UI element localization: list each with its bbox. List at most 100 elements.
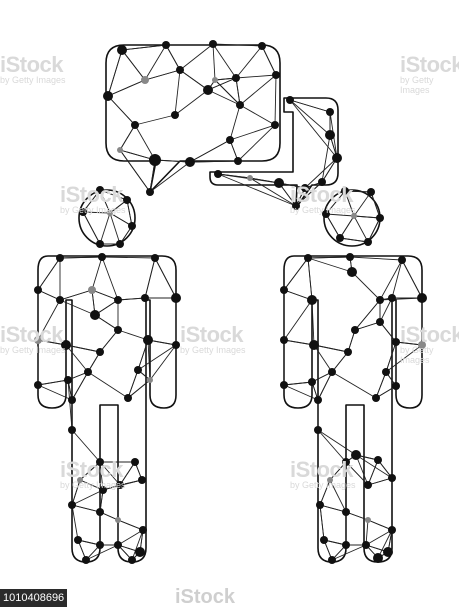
network-node xyxy=(147,377,153,383)
network-node xyxy=(351,326,359,334)
network-edge xyxy=(65,344,101,353)
network-edge xyxy=(367,459,379,486)
network-node xyxy=(141,294,149,302)
network-node xyxy=(342,541,350,549)
network-node xyxy=(280,286,288,294)
network-edge xyxy=(207,77,237,91)
network-edge xyxy=(354,321,381,331)
network-edge xyxy=(235,74,277,79)
network-edge xyxy=(217,173,251,179)
network-edge xyxy=(59,289,93,301)
network-node xyxy=(364,238,372,246)
network-edge xyxy=(325,213,341,239)
network-edge xyxy=(119,149,151,193)
network-edge xyxy=(79,479,104,491)
network-edge xyxy=(307,257,313,301)
network-node xyxy=(314,396,322,404)
network-edge xyxy=(283,257,309,291)
network-node xyxy=(234,157,242,165)
network-edge xyxy=(379,321,397,343)
network-node xyxy=(135,547,145,557)
network-edge xyxy=(353,191,372,217)
network-edge xyxy=(319,504,325,541)
network-edge xyxy=(313,344,333,373)
network-node xyxy=(214,170,222,178)
network-edge xyxy=(71,429,101,463)
network-edge xyxy=(235,77,241,106)
network-edge xyxy=(174,89,209,116)
network-node xyxy=(280,381,288,389)
network-edge xyxy=(71,504,101,513)
network-node xyxy=(131,458,139,466)
bottom-watermark-logo: iStock xyxy=(175,586,236,608)
network-node xyxy=(146,188,154,196)
network-edge xyxy=(344,190,372,193)
network-edge xyxy=(117,519,144,531)
network-node xyxy=(143,335,153,345)
network-edge xyxy=(179,43,214,71)
network-edge xyxy=(379,297,393,323)
network-edge xyxy=(377,529,393,559)
network-edge xyxy=(134,114,176,126)
network-node xyxy=(388,526,396,534)
network-edge xyxy=(375,371,387,399)
network-edge xyxy=(121,44,167,51)
network-edge xyxy=(319,504,347,513)
network-node xyxy=(388,294,396,302)
network-node xyxy=(68,396,76,404)
network-node xyxy=(162,41,170,49)
network-node xyxy=(149,154,161,166)
network-edge xyxy=(59,256,103,259)
network-node xyxy=(418,341,426,349)
network-node xyxy=(314,426,322,434)
network-edge xyxy=(355,454,369,486)
network-node xyxy=(247,175,253,181)
network-node xyxy=(351,450,361,460)
network-node xyxy=(131,121,139,129)
network-node xyxy=(328,368,336,376)
network-node xyxy=(171,293,181,303)
network-edge xyxy=(329,461,347,481)
network-edge xyxy=(212,43,263,47)
network-node xyxy=(362,541,370,549)
network-node xyxy=(96,186,104,194)
network-edge xyxy=(339,237,369,243)
network-edge xyxy=(126,199,133,227)
network-edge xyxy=(137,344,177,371)
network-edge xyxy=(117,529,144,546)
network-node xyxy=(392,382,400,390)
network-edge xyxy=(317,429,347,463)
network-edge xyxy=(239,104,276,126)
network-edge xyxy=(149,344,177,381)
network-edge xyxy=(353,215,369,243)
network-edge xyxy=(317,371,333,401)
network-node xyxy=(347,267,357,277)
network-nodes xyxy=(34,40,427,564)
network-node xyxy=(124,394,132,402)
network-node xyxy=(107,210,113,216)
network-edge xyxy=(289,99,338,159)
network-node xyxy=(388,474,396,482)
network-node xyxy=(114,326,122,334)
network-node xyxy=(351,213,357,219)
network-edge xyxy=(239,74,277,106)
network-edge xyxy=(283,299,313,341)
network-edge xyxy=(235,45,263,79)
network-edge xyxy=(59,299,96,316)
network-edge xyxy=(283,339,315,346)
network-edge xyxy=(37,384,73,401)
network-edge xyxy=(331,371,377,399)
network-node xyxy=(171,111,179,119)
network-edge xyxy=(144,69,181,81)
network-node xyxy=(326,108,334,116)
network-node xyxy=(74,536,82,544)
network-node xyxy=(383,547,393,557)
network-node xyxy=(236,101,244,109)
network-node xyxy=(272,71,280,79)
network-node xyxy=(138,476,146,484)
network-node xyxy=(117,147,123,153)
